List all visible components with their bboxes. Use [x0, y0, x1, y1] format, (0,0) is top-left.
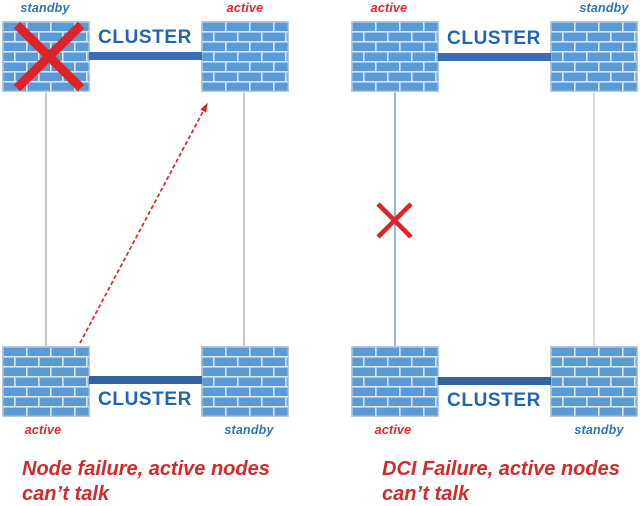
p1-caption-line1: Node failure, active nodes [22, 458, 270, 480]
p1-top-cluster-link [89, 52, 202, 60]
p2-bottom-cluster-link [438, 377, 551, 385]
x-stroke [376, 202, 413, 239]
p1-bottom-cluster-link [89, 376, 202, 384]
broken-link-red-x-icon [376, 202, 413, 239]
p2-bottom-cluster-label: CLUSTER [447, 390, 541, 411]
p1-caption-line2: can’t talk [22, 483, 110, 505]
p2-label-bottom-right: standby [574, 423, 624, 437]
p2-label-top-right: standby [579, 1, 629, 15]
p1-label-top-right: active [226, 1, 264, 15]
p1-label-bottom-right: standby [224, 423, 274, 437]
p2-caption-line1: DCI Failure, active nodes [382, 458, 620, 480]
p1-caption: Node failure, active nodes can’t talk [22, 457, 270, 506]
p2-caption: DCI Failure, active nodes can’t talk [382, 457, 620, 506]
p1-firewall-bottom-left [2, 346, 90, 417]
p1-firewall-top-right [201, 21, 289, 92]
p1-label-top-left: standby [20, 1, 70, 15]
p1-top-cluster-label: CLUSTER [98, 27, 192, 48]
red-dashed-arrow-icon [79, 102, 208, 344]
p2-firewall-top-left [351, 21, 439, 92]
p2-firewall-top-right [550, 21, 638, 92]
p2-firewall-bottom-left [351, 346, 439, 417]
p2-top-cluster-label: CLUSTER [447, 28, 541, 49]
p2-firewall-bottom-right [550, 346, 638, 417]
p1-firewall-bottom-right [201, 346, 289, 417]
p1-label-bottom-left: active [24, 423, 62, 437]
x-stroke [376, 202, 413, 239]
p1-firewall-top-left [2, 21, 90, 92]
p2-caption-line2: can’t talk [382, 483, 470, 505]
p2-top-cluster-link [438, 53, 551, 61]
p2-label-bottom-left: active [374, 423, 412, 437]
p1-bottom-cluster-label: CLUSTER [98, 389, 192, 410]
p2-label-top-left: active [370, 1, 408, 15]
